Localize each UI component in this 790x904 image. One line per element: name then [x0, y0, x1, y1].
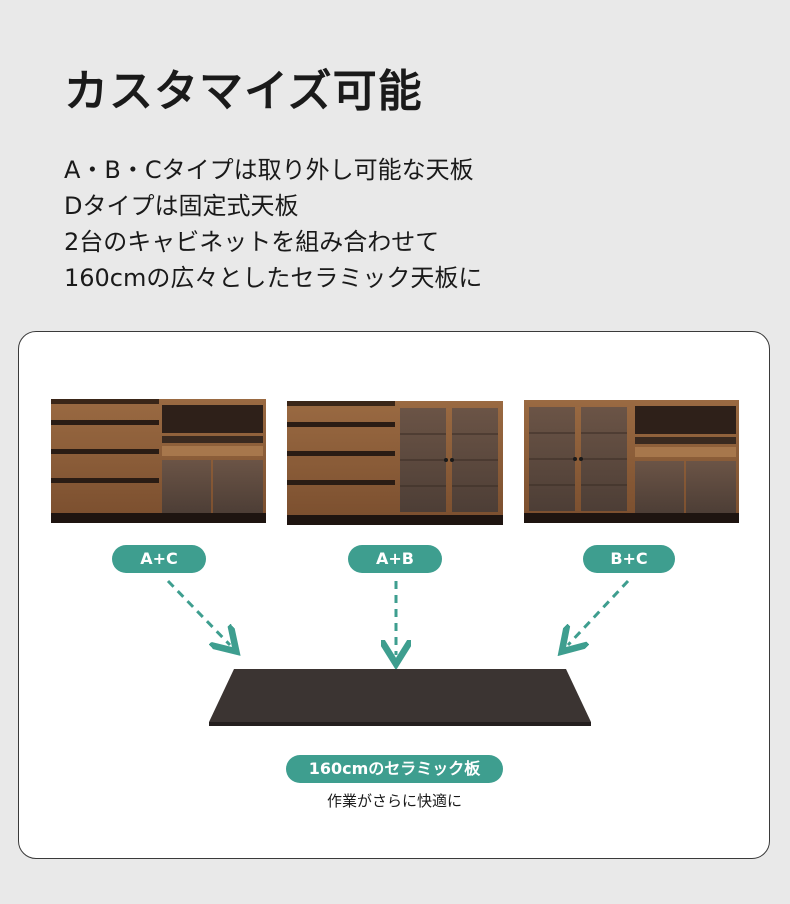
cabinet-b-glass-doors: [395, 401, 503, 525]
cabinet-combo-b-c: [524, 400, 739, 523]
cabinet-a-drawers: [287, 401, 395, 525]
description-line: 160cmの広々としたセラミック天板に: [64, 264, 483, 292]
cabinet-b-glass-doors: [524, 400, 632, 523]
combo-label-a-b: A+B: [348, 545, 442, 573]
tabletop-label: 160cmのセラミック板: [286, 755, 503, 783]
description-line: Dタイプは固定式天板: [64, 192, 299, 220]
tabletop-caption: 作業がさらに快適に: [326, 792, 462, 810]
cabinet-c-open-shelf-glass: [159, 399, 266, 523]
cabinet-c-open-shelf-glass: [632, 400, 739, 523]
combo-label-b-c: B+C: [583, 545, 675, 573]
page-title: カスタマイズ可能: [64, 66, 423, 117]
arrow-down-icon: [166, 579, 230, 645]
cabinet-combo-a-c: [51, 399, 266, 523]
arrow-down-icon: [568, 579, 630, 645]
ceramic-tabletop: [209, 669, 591, 726]
cabinet-combo-a-b: [287, 401, 503, 525]
description-line: A・B・Cタイプは取り外し可能な天板: [64, 156, 474, 184]
description-line: 2台のキャビネットを組み合わせて: [64, 228, 440, 256]
description: A・B・Cタイプは取り外し可能な天板 Dタイプは固定式天板 2台のキャビネットを…: [64, 152, 482, 296]
combo-label-a-c: A+C: [112, 545, 206, 573]
cabinet-a-drawers: [51, 399, 159, 523]
